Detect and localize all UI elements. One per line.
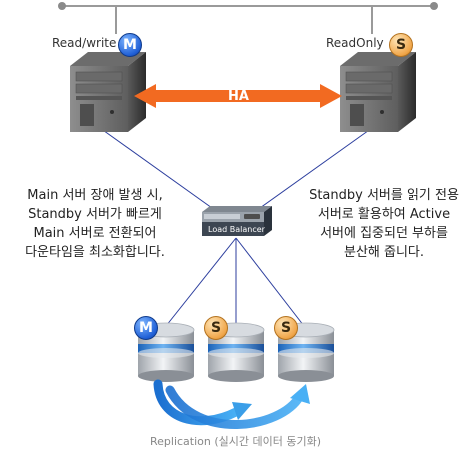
primary-server-label: Read/write (52, 36, 117, 50)
db-slave-badge-icon: S (274, 316, 298, 340)
database-primary (137, 322, 195, 382)
standby-server (340, 52, 416, 132)
load-balancer-device (202, 206, 272, 236)
load-balancer-label: Load Balancer (208, 225, 265, 234)
read-offload-line: 서버로 활용하여 Active (317, 207, 451, 222)
failover-line: 다운타임을 최소화합니다. (25, 245, 165, 260)
failover-line: Standby 서버가 빠르게 (28, 207, 162, 222)
read-offload-description: Standby 서버를 읽기 전용 서버로 활용하여 Active 서버에 집중… (296, 186, 472, 262)
slave-badge-icon: S (389, 33, 413, 57)
failover-line: Main 서버 장애 발생 시, (27, 188, 163, 203)
db-master-badge-icon: M (134, 316, 158, 340)
read-offload-line: 서버에 집중되던 부하를 (320, 226, 448, 241)
read-offload-line: 분산해 줍니다. (343, 245, 425, 260)
replication-arrows (153, 379, 310, 429)
primary-server (70, 52, 146, 132)
read-offload-line: Standby 서버를 읽기 전용 (309, 188, 459, 203)
network-bus (58, 2, 438, 34)
ha-arrow (134, 84, 342, 108)
database-standby-2 (277, 322, 335, 382)
ha-label: HA (228, 89, 249, 104)
network-links (99, 127, 373, 327)
master-badge-icon: M (118, 33, 142, 57)
standby-server-label: ReadOnly (326, 36, 384, 50)
replication-caption: Replication (실시간 데이터 동기화) (150, 435, 322, 448)
failover-line: Main 서버로 전환되어 (33, 226, 157, 241)
failover-description: Main 서버 장애 발생 시, Standby 서버가 빠르게 Main 서버… (6, 186, 184, 262)
db-slave-badge-icon: S (204, 316, 228, 340)
database-standby-1 (207, 322, 265, 382)
